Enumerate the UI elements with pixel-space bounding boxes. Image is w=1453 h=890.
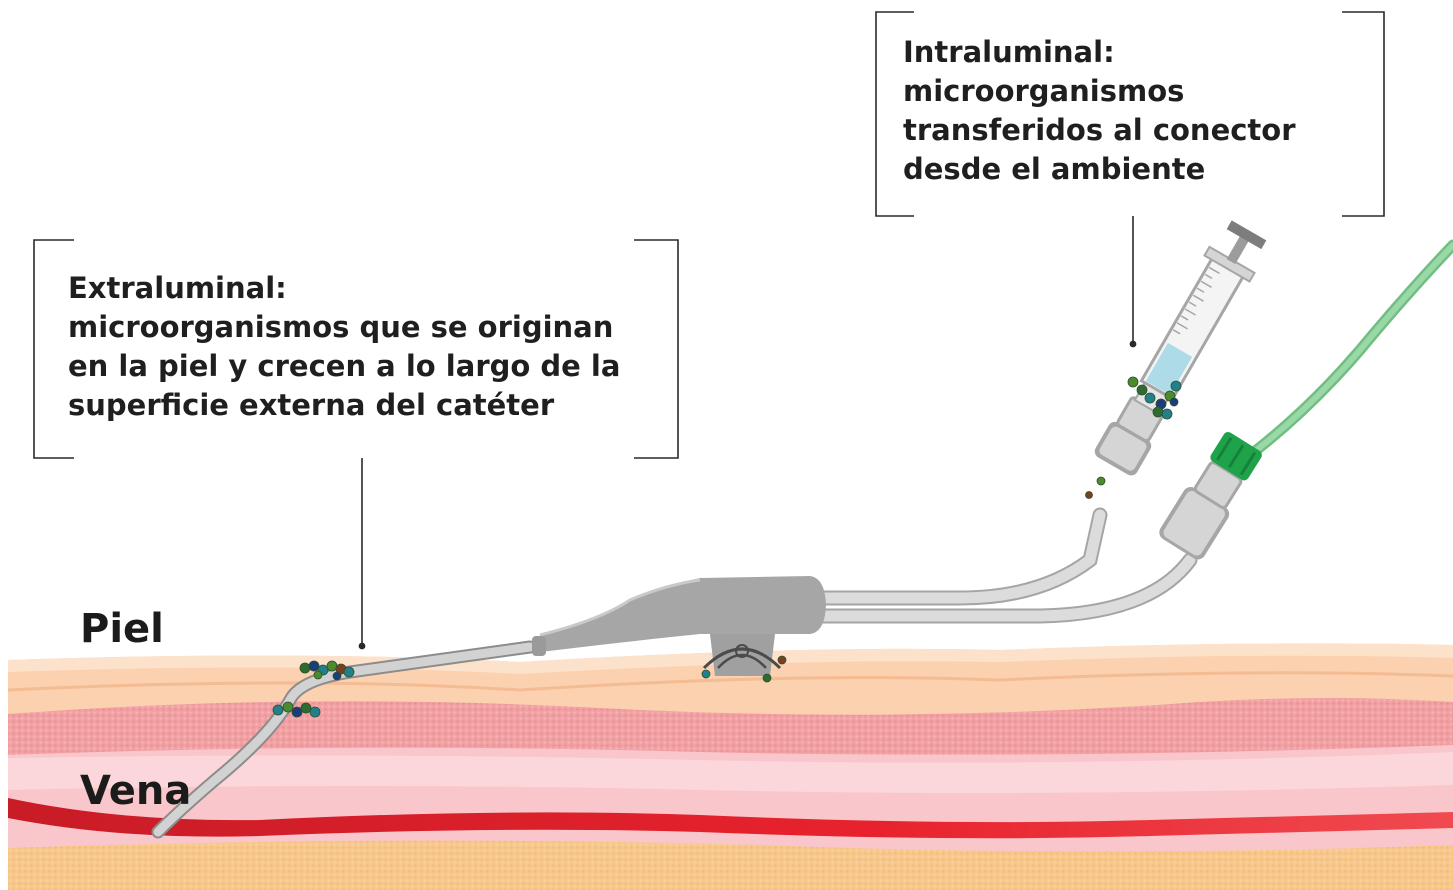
callout-extraluminal-line: superficie externa del catéter xyxy=(68,388,555,422)
suture-wing xyxy=(702,647,782,670)
callout-intraluminal-line: microorganismos xyxy=(903,74,1185,108)
callout-extraluminal-frame xyxy=(33,239,679,650)
microbe-cluster-skin xyxy=(299,660,355,681)
vein-label: Vena xyxy=(80,768,192,814)
callout-extraluminal-line: microorganismos que se originan xyxy=(68,310,614,344)
vein-blood-vessel xyxy=(8,798,1453,839)
green-infusion-line xyxy=(1224,239,1453,476)
microbe-cluster-dermis xyxy=(272,701,321,718)
syringe xyxy=(1094,220,1267,476)
callout-extraluminal-line: Extraluminal: xyxy=(68,271,287,305)
tissue-layers xyxy=(7,643,1453,890)
catheter-hub xyxy=(532,576,826,676)
vein-highlight xyxy=(8,752,1453,794)
callout-extraluminal-text: Extraluminal: microorganismos que se ori… xyxy=(68,269,620,425)
catheter-lumens xyxy=(807,507,1198,624)
needleless-connector xyxy=(1159,432,1262,560)
catheter-internal xyxy=(151,640,537,839)
microbe-cluster-connector xyxy=(1085,376,1182,499)
callout-intraluminal-line: Intraluminal: xyxy=(903,35,1115,69)
callout-intraluminal-frame xyxy=(875,11,1385,348)
microbes xyxy=(272,376,1182,718)
callout-intraluminal-line: transferidos al conector xyxy=(903,113,1296,147)
microbe-cluster-hub xyxy=(701,655,787,683)
skin-label: Piel xyxy=(80,606,164,652)
callout-intraluminal-line: desde el ambiente xyxy=(903,152,1206,186)
dermis-layer xyxy=(8,696,1453,755)
callout-extraluminal-line: en la piel y crecen a lo largo de la xyxy=(68,349,621,383)
callout-intraluminal-text: Intraluminal: microorganismos transferid… xyxy=(903,33,1296,189)
